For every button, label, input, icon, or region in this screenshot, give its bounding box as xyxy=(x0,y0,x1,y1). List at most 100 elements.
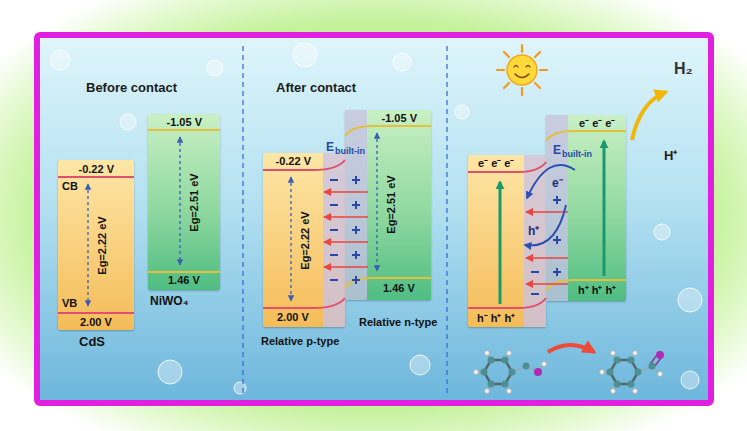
material-name: CdS xyxy=(79,334,105,349)
material-name: NiWO₄ xyxy=(150,294,188,308)
negative-charge xyxy=(330,180,539,294)
bubbles xyxy=(158,360,182,384)
bubbles xyxy=(234,382,246,394)
sun-icon xyxy=(526,66,530,68)
benzaldehyde-molecule xyxy=(614,381,621,388)
benzaldehyde-molecule xyxy=(611,389,616,394)
field-subscript: built-in xyxy=(335,146,365,157)
niwo4-band-edge xyxy=(345,278,431,288)
benzyl-alcohol-molecule xyxy=(481,356,530,387)
field-symbol: E xyxy=(326,140,334,154)
benzaldehyde-molecule xyxy=(628,381,635,388)
potential-value: -1.05 V xyxy=(167,116,202,129)
band-gap-arrow xyxy=(179,137,180,265)
benzaldehyde-molecule xyxy=(600,351,663,394)
band-gap-arrow xyxy=(376,133,377,271)
frame xyxy=(37,35,711,403)
positive-charge xyxy=(556,236,558,244)
benzyl-alcohol-molecule xyxy=(507,389,512,394)
niwo4-band-edge xyxy=(148,271,220,273)
niwo4-band-edge xyxy=(546,280,626,290)
positive-charge xyxy=(355,226,357,234)
sun-icon xyxy=(535,52,540,57)
niwo4-band-box: -1.05 VEg=2.51 eV1.46 VNiWO₄ xyxy=(148,114,220,290)
cds-band-edge xyxy=(263,160,345,170)
charge-transfer-arc xyxy=(525,165,575,246)
bubbles xyxy=(207,60,223,76)
type-label: Relative n-type xyxy=(359,316,437,329)
sun-icon xyxy=(540,69,547,71)
bubbles xyxy=(50,43,702,394)
niwo4-band-edge xyxy=(148,129,220,131)
potential-value: -0.22 V xyxy=(79,163,114,176)
benzaldehyde-molecule xyxy=(607,369,614,376)
negative-charge xyxy=(330,279,338,281)
bubbles xyxy=(293,43,317,67)
field-symbol: E xyxy=(553,143,561,157)
benzaldehyde-molecule xyxy=(611,351,616,356)
benzyl-alcohol-molecule xyxy=(502,381,509,388)
band-gap-label: Eg=2.22 eV xyxy=(96,216,109,274)
benzaldehyde-molecule xyxy=(628,356,635,363)
panel-divider xyxy=(243,46,447,394)
benzyl-alcohol-molecule xyxy=(509,369,516,376)
negative-charge xyxy=(330,229,338,231)
carrier-label: e⁻ e⁻ e⁻ xyxy=(478,157,514,170)
potential-value: 1.46 V xyxy=(168,274,200,287)
benzyl-alcohol-molecule xyxy=(523,363,530,370)
carrier-label: e⁻ e⁻ e⁻ xyxy=(579,117,615,130)
sun-icon xyxy=(497,45,547,95)
sun-icon xyxy=(504,83,509,88)
negative-charge xyxy=(330,179,338,181)
benzyl-alcohol-molecule xyxy=(485,351,490,356)
benzyl-alcohol-molecule xyxy=(485,389,490,394)
negative-charge xyxy=(330,254,338,256)
bubbles xyxy=(120,114,136,130)
band-label: CB xyxy=(62,180,78,193)
panel-title: After contact xyxy=(276,80,356,95)
sun-icon xyxy=(521,45,523,52)
cds-band-edge xyxy=(263,298,345,308)
excitation-arrow xyxy=(603,141,606,276)
benzyl-alcohol-molecule xyxy=(474,351,547,394)
product-label: H₂ xyxy=(674,60,693,78)
niwo4-band-edge xyxy=(546,131,626,141)
bubbles xyxy=(455,105,469,119)
depletion-strip xyxy=(345,110,367,300)
benzyl-alcohol-molecule xyxy=(502,356,509,363)
cds-band-edge xyxy=(58,160,546,313)
bubbles xyxy=(393,53,411,71)
panel-divider xyxy=(242,46,243,394)
bubbles xyxy=(410,355,430,375)
carrier-label: e⁻ xyxy=(552,176,563,190)
benzyl-alcohol-molecule xyxy=(474,370,479,375)
carrier-label: h⁻ h⁺ h⁺ xyxy=(477,312,515,325)
positive-charge xyxy=(556,268,558,276)
benzaldehyde-molecule xyxy=(600,370,605,375)
positive-charge xyxy=(355,176,357,184)
potential-value: 2.00 V xyxy=(277,311,309,324)
band-gap-arrow xyxy=(290,177,291,301)
benzaldehyde-molecule xyxy=(633,389,638,394)
h2-evolution-arrow xyxy=(632,92,666,140)
benzaldehyde-molecule xyxy=(635,369,642,376)
potential-value: 1.46 V xyxy=(383,282,415,295)
positive-charge xyxy=(355,251,357,259)
niwo4-band-edge xyxy=(345,126,431,136)
type-label: Relative p-type xyxy=(261,335,339,348)
field-subscript: built-in xyxy=(562,149,592,160)
benzyl-alcohol-molecule xyxy=(542,362,547,367)
bubbles xyxy=(681,371,699,389)
positive-charge xyxy=(355,276,357,284)
potential-value: 2.00 V xyxy=(80,316,112,329)
bubbles xyxy=(654,224,670,240)
niwo4-band-edge xyxy=(148,126,626,290)
cds-band-edge xyxy=(468,298,546,308)
band-gap-arrow xyxy=(88,133,377,306)
charge-transfer-arc xyxy=(527,165,575,198)
sun-icon xyxy=(515,74,529,78)
built-in-field-arrow xyxy=(324,191,368,193)
charge-transfer-arc xyxy=(525,205,566,246)
panel-title: Before contact xyxy=(86,80,177,95)
